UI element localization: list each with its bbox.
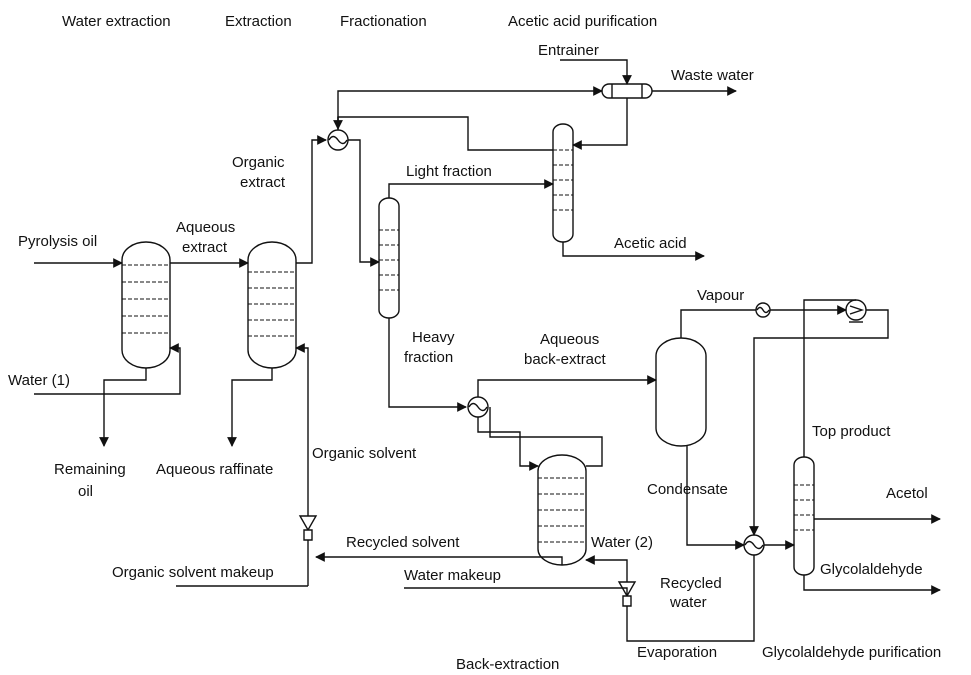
stage-label-evaporation: Evaporation (637, 644, 717, 661)
stage-label-water-extraction: Water extraction (62, 13, 171, 30)
stage-label-fractionation: Fractionation (340, 13, 427, 30)
water-extraction-column (121, 241, 171, 369)
fractionation-column (378, 197, 400, 319)
label-recycled-water: Recycled (660, 575, 722, 592)
label-entrainer: Entrainer (538, 42, 599, 59)
decanter (601, 83, 653, 99)
label-water-2: Water (2) (591, 534, 653, 551)
stage-label-extraction: Extraction (225, 13, 292, 30)
stage-label-back-extraction: Back-extraction (456, 656, 559, 673)
condenser-icon (755, 302, 771, 318)
label-remaining-oil: Remaining (54, 461, 126, 478)
label-vapour: Vapour (697, 287, 744, 304)
stage-label-acetic-acid-purification: Acetic acid purification (508, 13, 657, 30)
heat-exchanger-icon (327, 129, 349, 151)
label-water-makeup: Water makeup (404, 567, 501, 584)
label-organic-extract: extract (240, 174, 286, 191)
label-organic-solvent: Organic solvent (312, 445, 417, 462)
label-organic-solvent-makeup: Organic solvent makeup (112, 564, 274, 581)
label-aqueous-extract: Aqueous (176, 219, 235, 236)
extraction-column (247, 241, 297, 369)
stage-label-glycolaldehyde-purification: Glycolaldehyde purification (762, 644, 941, 661)
label-recycled-water: water (669, 594, 707, 611)
label-aqueous-raffinate: Aqueous raffinate (156, 461, 273, 478)
label-light-fraction: Light fraction (406, 163, 492, 180)
label-remaining-oil: oil (78, 483, 93, 500)
label-recycled-solvent: Recycled solvent (346, 534, 460, 551)
pump-icon (845, 299, 867, 323)
label-acetic-acid: Acetic acid (614, 235, 687, 252)
label-condensate: Condensate (647, 481, 728, 498)
label-glycolaldehyde: Glycolaldehyde (820, 561, 923, 578)
acetic-acid-column (552, 123, 574, 243)
label-top-product: Top product (812, 423, 891, 440)
label-waste-water: Waste water (671, 67, 754, 84)
label-heavy-fraction: fraction (404, 349, 453, 366)
label-organic-extract: Organic (232, 154, 285, 171)
label-heavy-fraction: Heavy (412, 329, 455, 346)
label-aqueous-back-extract: Aqueous (540, 331, 599, 348)
back-extraction-column (537, 454, 587, 566)
label-pyrolysis-oil: Pyrolysis oil (18, 233, 97, 250)
heat-exchanger-icon (467, 396, 489, 418)
label-aqueous-back-extract: back-extract (524, 351, 607, 368)
glycolaldehyde-column (793, 456, 815, 576)
evaporator-vessel (655, 337, 707, 447)
label-acetol: Acetol (886, 485, 928, 502)
heat-exchanger-icon (743, 534, 765, 556)
label-water-1: Water (1) (8, 372, 70, 389)
label-aqueous-extract: extract (182, 239, 228, 256)
mixer-valve-icon (298, 515, 318, 541)
